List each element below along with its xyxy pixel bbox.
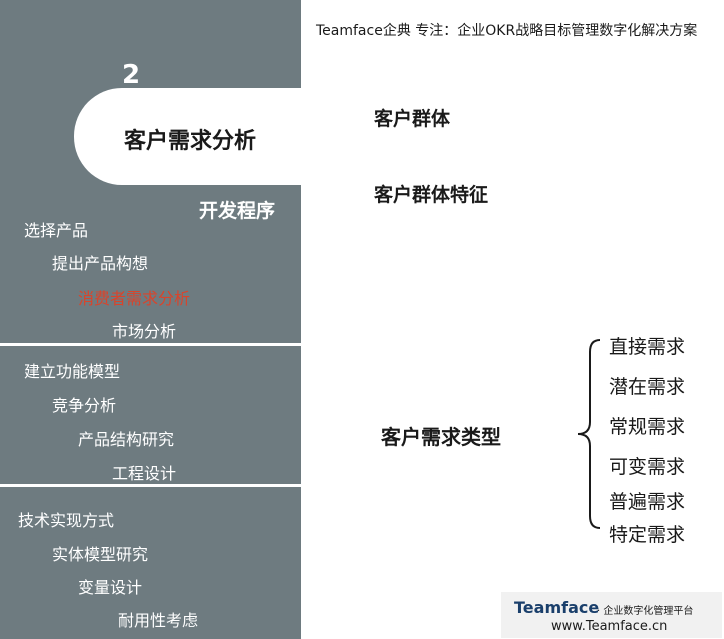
logo-brand: Teamface [514, 598, 600, 617]
demand-type-item: 特定需求 [609, 524, 686, 546]
menu-item: 提出产品构想 [52, 254, 149, 273]
menu-item: 工程设计 [112, 464, 177, 483]
section-number: 2 [122, 60, 141, 90]
menu-item: 产品结构研究 [78, 430, 175, 449]
menu-item: 竞争分析 [52, 396, 117, 415]
section-title: 客户需求分析 [124, 129, 257, 154]
menu-item: 技术实现方式 [18, 511, 115, 530]
logo-tagline: · 企业数字化管理平台 [597, 606, 694, 617]
demand-type-item: 潜在需求 [609, 376, 686, 398]
demand-type-item: 常规需求 [609, 416, 686, 438]
topic-customer-group: 客户群体 [374, 108, 451, 130]
topic-customer-features: 客户群体特征 [374, 184, 489, 206]
demand-type-label: 客户需求类型 [381, 425, 501, 449]
menu-item-active: 消费者需求分析 [78, 289, 191, 308]
divider-1 [0, 343, 301, 346]
curly-brace-icon [577, 339, 601, 529]
header-text: Teamface企典 专注：企业OKR战略目标管理数字化解决方案 [316, 23, 698, 39]
menu-item: 耐用性考虑 [118, 611, 199, 630]
demand-type-item: 直接需求 [609, 336, 686, 358]
menu-item: 变量设计 [78, 578, 143, 597]
menu-item: 实体模型研究 [52, 545, 149, 564]
section-title-pill [74, 88, 314, 185]
divider-2 [0, 484, 301, 487]
dev-label: 开发程序 [199, 200, 276, 222]
demand-type-item: 普遍需求 [609, 491, 686, 513]
teamface-logo: Teamface · 企业数字化管理平台 www.Teamface.cn [501, 592, 722, 638]
demand-type-item: 可变需求 [609, 456, 686, 478]
logo-url: www.Teamface.cn [551, 619, 668, 634]
menu-item: 市场分析 [112, 322, 177, 341]
menu-item: 选择产品 [24, 221, 89, 240]
menu-item: 建立功能模型 [24, 362, 121, 381]
